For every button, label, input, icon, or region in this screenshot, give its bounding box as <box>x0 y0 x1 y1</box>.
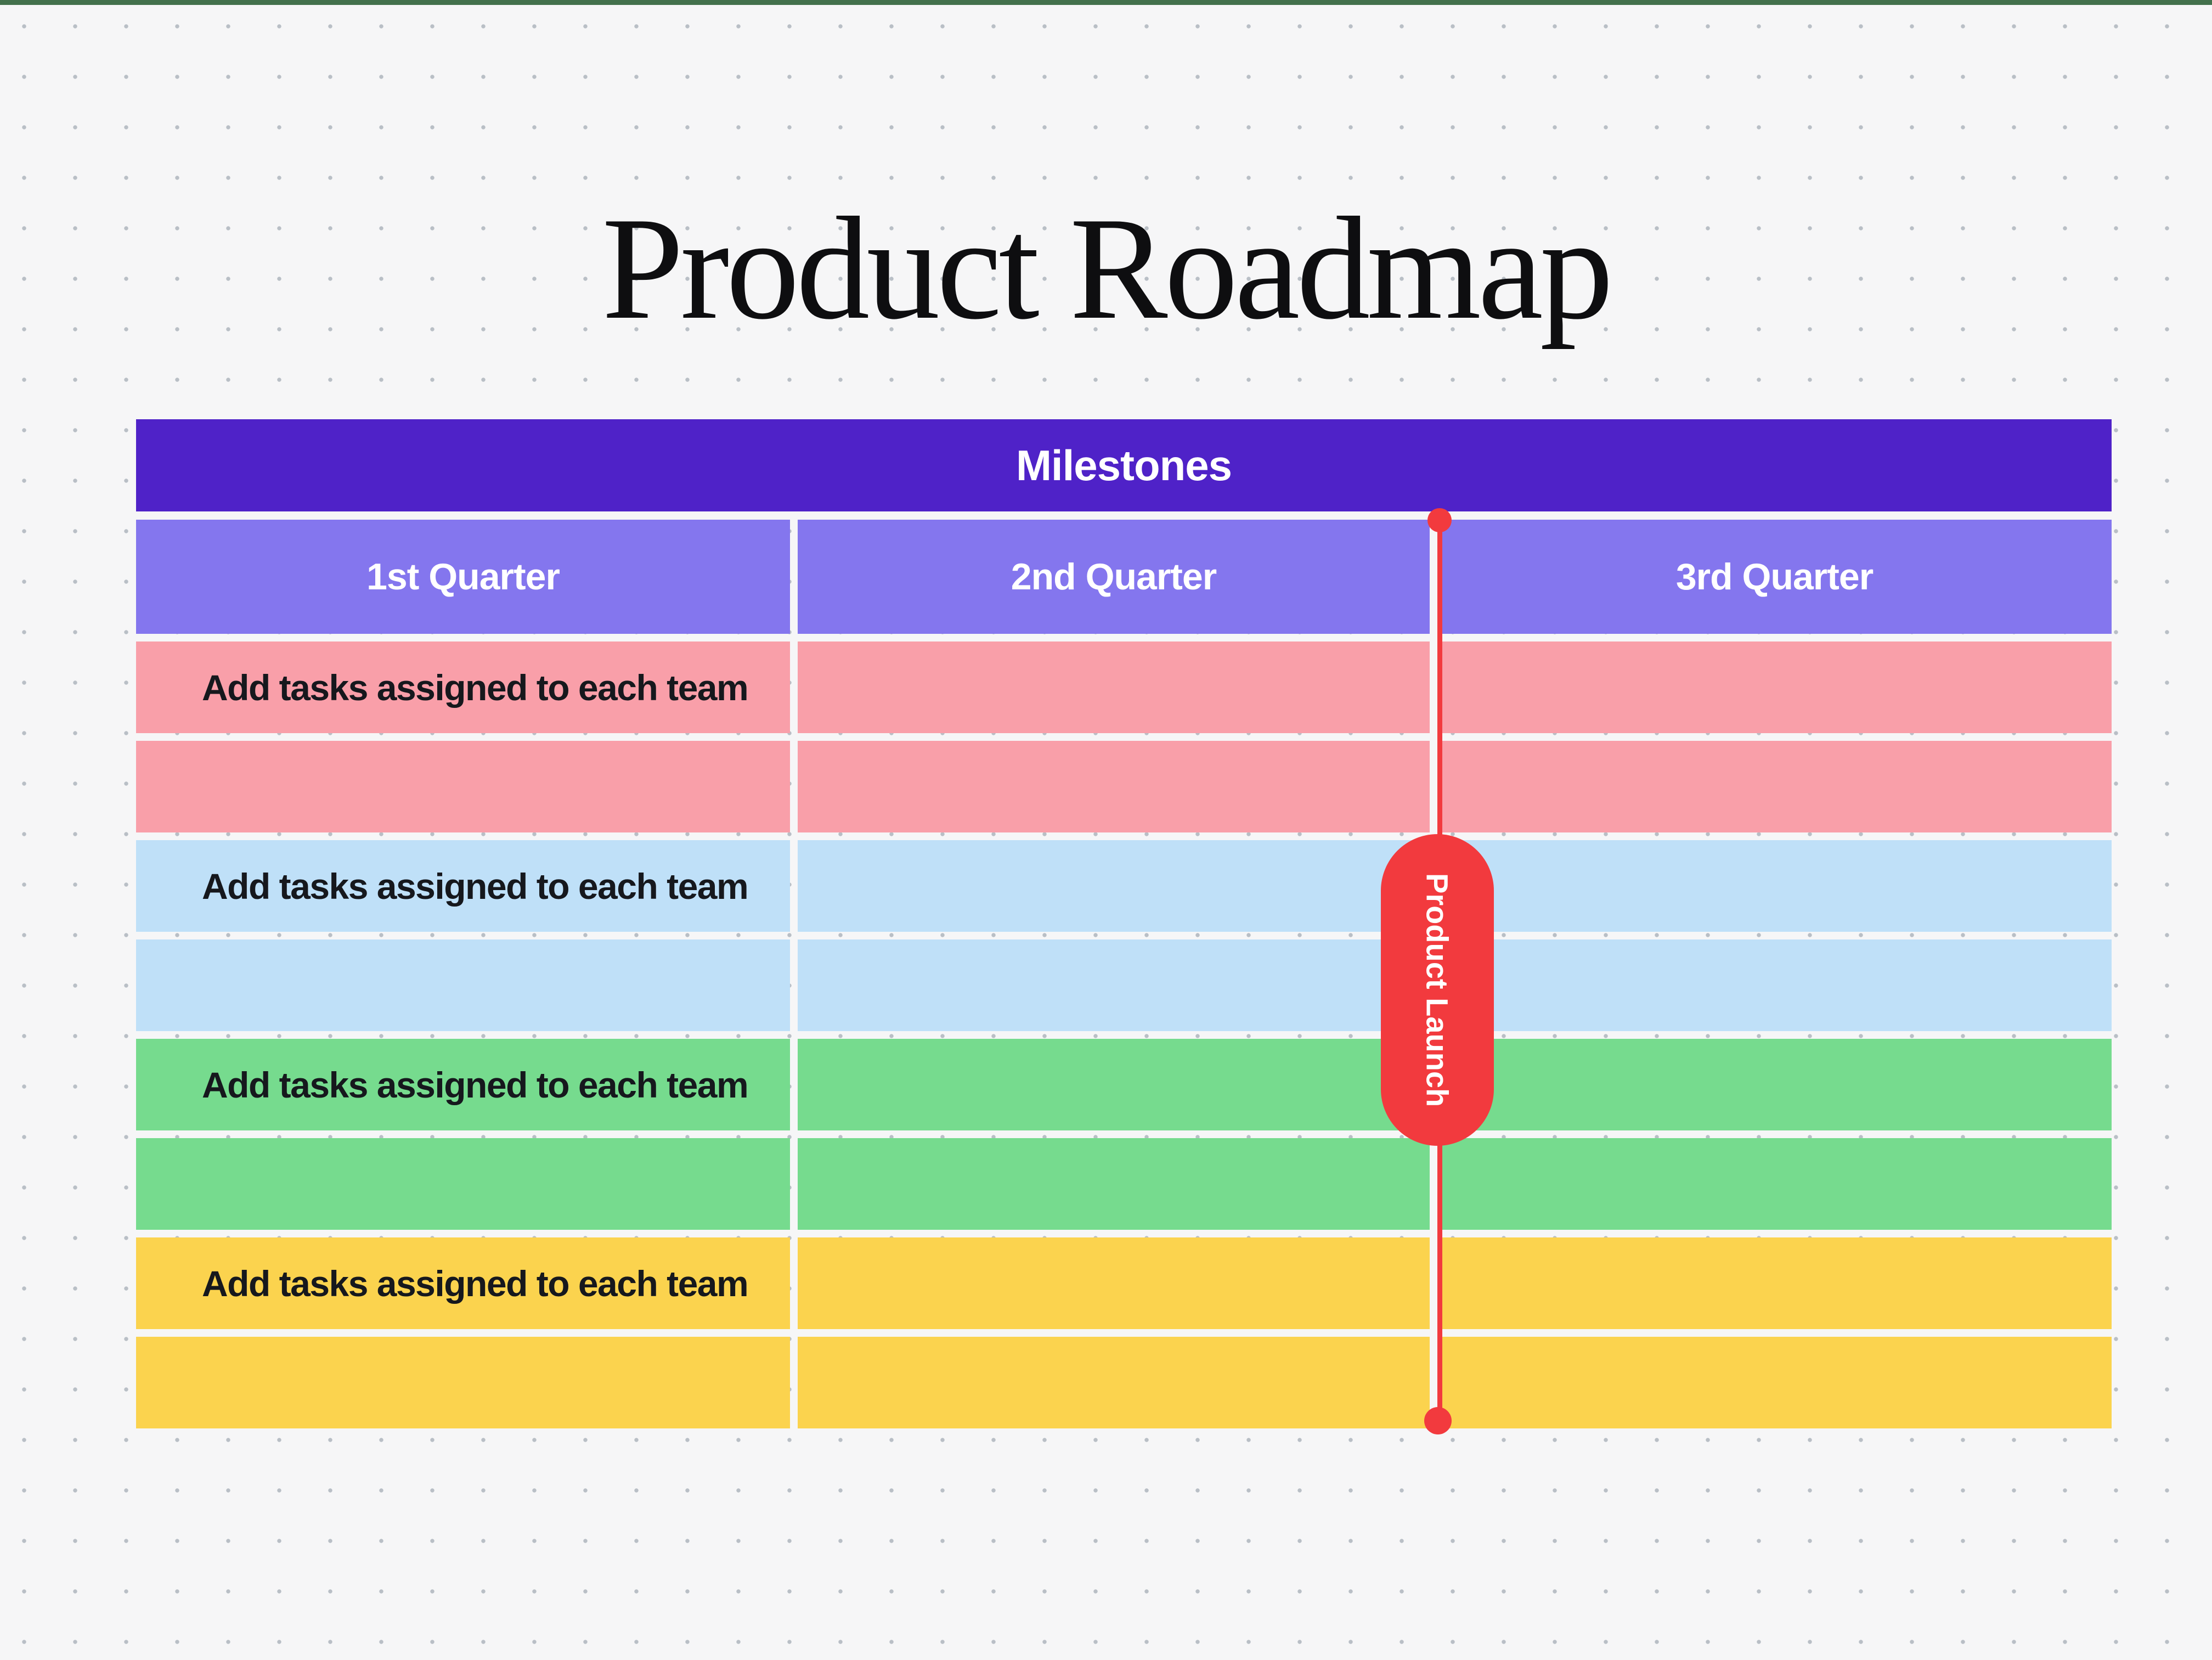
task-cell[interactable] <box>1437 642 2112 733</box>
milestones-header[interactable]: Milestones <box>136 419 2112 511</box>
task-cell[interactable] <box>1437 840 2112 932</box>
table-row-yellow-1: Add tasks assigned to each team <box>136 1237 2112 1329</box>
page-title[interactable]: Product Roadmap <box>602 187 1613 350</box>
table-row-pink-2 <box>136 741 2112 832</box>
task-cell[interactable]: Add tasks assigned to each team <box>136 1039 790 1130</box>
table-row-blue-2 <box>136 939 2112 1031</box>
task-cell[interactable] <box>798 1138 1430 1230</box>
task-cell[interactable]: Add tasks assigned to each team <box>136 642 790 733</box>
timeline-dot-bottom[interactable] <box>1424 1407 1452 1434</box>
task-cell[interactable] <box>136 741 790 832</box>
quarter-header-q3[interactable]: 3rd Quarter <box>1437 520 2112 634</box>
task-cell[interactable] <box>798 1039 1430 1130</box>
top-accent-bar <box>0 0 2212 5</box>
quarter-header-q1[interactable]: 1st Quarter <box>136 520 790 634</box>
task-cell[interactable] <box>1437 939 2112 1031</box>
task-cell[interactable] <box>136 1337 790 1428</box>
task-cell[interactable] <box>1437 741 2112 832</box>
table-row-yellow-2 <box>136 1337 2112 1428</box>
roadmap-table: Milestones 1st Quarter 2nd Quarter 3rd Q… <box>136 419 2112 1436</box>
task-cell[interactable] <box>798 840 1430 932</box>
table-row-green-2 <box>136 1138 2112 1230</box>
quarter-header-row: 1st Quarter 2nd Quarter 3rd Quarter <box>136 520 2112 634</box>
task-cell[interactable] <box>1437 1138 2112 1230</box>
timeline-dot-top[interactable] <box>1427 508 1452 532</box>
task-cell[interactable]: Add tasks assigned to each team <box>136 1237 790 1329</box>
task-cell[interactable] <box>1437 1039 2112 1130</box>
table-row-green-1: Add tasks assigned to each team <box>136 1039 2112 1130</box>
product-launch-marker[interactable]: Product Launch <box>1381 834 1494 1146</box>
task-cell[interactable] <box>798 741 1430 832</box>
task-cell[interactable] <box>798 939 1430 1031</box>
task-cell[interactable] <box>1437 1337 2112 1428</box>
milestones-header-label: Milestones <box>1015 441 1232 489</box>
product-launch-label: Product Launch <box>1420 873 1455 1107</box>
task-cell[interactable]: Add tasks assigned to each team <box>136 840 790 932</box>
table-row-blue-1: Add tasks assigned to each team <box>136 840 2112 932</box>
task-cell[interactable] <box>1437 1237 2112 1329</box>
table-row-pink-1: Add tasks assigned to each team <box>136 642 2112 733</box>
task-cell[interactable] <box>136 1138 790 1230</box>
quarter-header-q2[interactable]: 2nd Quarter <box>798 520 1430 634</box>
task-cell[interactable] <box>798 1237 1430 1329</box>
task-cell[interactable] <box>798 642 1430 733</box>
task-cell[interactable] <box>136 939 790 1031</box>
task-cell[interactable] <box>798 1337 1430 1428</box>
